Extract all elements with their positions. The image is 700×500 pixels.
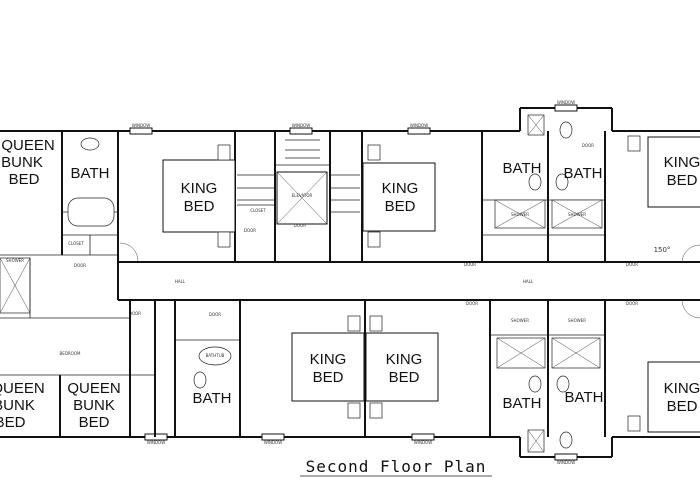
hall-label: HALL [523, 279, 534, 284]
door-label: DOOR [464, 262, 476, 267]
window-label: WINDOW [414, 440, 432, 445]
corridor-walls [0, 254, 700, 319]
window-label: WINDOW [557, 100, 575, 105]
shower-label: SHOWER [511, 318, 529, 323]
dimension-label: 150° [654, 246, 671, 254]
king-bed-label: KING [386, 351, 423, 368]
shower-label: SHOWER [568, 212, 586, 217]
king-bed-label: KING [664, 154, 700, 171]
queen-bunk-bed-label: BUNK [0, 397, 35, 414]
king-bed-label: BED [389, 369, 420, 386]
bath-label: BATH [503, 395, 542, 412]
bath-block-top-right [482, 114, 606, 262]
closet-label: CLOSET [68, 241, 84, 246]
king-bed-label: KING [310, 351, 347, 368]
window-label: WINDOW [292, 123, 310, 128]
king-room-bottom-right [627, 299, 700, 433]
bath-label: BATH [565, 389, 604, 406]
bath-label: BATH [193, 390, 232, 407]
bath-block-bottom-right [490, 300, 606, 453]
queen-bunk-bed-label: QUEEN [1, 137, 54, 154]
door-label: DOOR [582, 143, 594, 148]
king-bed-label: BED [184, 198, 215, 215]
queen-bunk-bed-label: BED [0, 414, 26, 431]
bath-label: BATH [564, 165, 603, 182]
door-label: DOOR [74, 263, 86, 268]
bathtub-label: BATHTUB [206, 353, 225, 358]
window-label: WINDOW [147, 440, 165, 445]
unit-top-left [0, 131, 119, 318]
door-label: DOOR [626, 301, 638, 306]
shower-label: SHOWER [511, 212, 529, 217]
bath-label: BATH [71, 165, 110, 182]
closet-label: CLOSET [250, 208, 266, 213]
door-label: DOOR [626, 262, 638, 267]
queen-bunk-bed-label: BUNK [1, 154, 43, 171]
shower-label: SHOWER [568, 318, 586, 323]
queen-bunk-bed-label: QUEEN [67, 380, 120, 397]
queen-bunk-bed-label: BED [9, 171, 40, 188]
plan-title: Second Floor Plan [306, 457, 487, 476]
door-label: DOOR [466, 301, 478, 306]
door-label: DOOR [129, 311, 141, 316]
unit-bottom-left [0, 300, 241, 437]
elevator-label: ELEVATOR [292, 193, 313, 198]
king-bed-label: BED [385, 198, 416, 215]
king-rooms-3-4 [291, 300, 491, 437]
king-bed-label: KING [181, 180, 218, 197]
king-bed-label: BED [313, 369, 344, 386]
window-label: WINDOW [410, 123, 428, 128]
king-room-top-right [627, 135, 700, 263]
queen-bunk-bed-label: BUNK [73, 397, 115, 414]
king-room-1 [119, 131, 236, 262]
door-label: DOOR [244, 228, 256, 233]
window-markers [129, 104, 578, 461]
stair-elevator-core [237, 131, 360, 262]
queen-bunk-bed-label: BED [79, 414, 110, 431]
window-label: WINDOW [264, 440, 282, 445]
king-room-2 [361, 131, 483, 262]
door-label: DOOR [209, 312, 221, 317]
queen-bunk-bed-label: QUEEN [0, 380, 45, 397]
bath-label: BATH [503, 160, 542, 177]
bedroom-label: BEDROOM [60, 351, 81, 356]
door-label: DOOR [294, 223, 306, 228]
king-bed-label: KING [664, 380, 700, 397]
king-bed-label: KING [382, 180, 419, 197]
king-bed-label: BED [667, 172, 698, 189]
hall-label: HALL [175, 279, 186, 284]
king-bed-label: BED [667, 398, 698, 415]
shower-label: SHOWER [6, 258, 24, 263]
window-label: WINDOW [557, 460, 575, 465]
window-label: WINDOW [132, 123, 150, 128]
